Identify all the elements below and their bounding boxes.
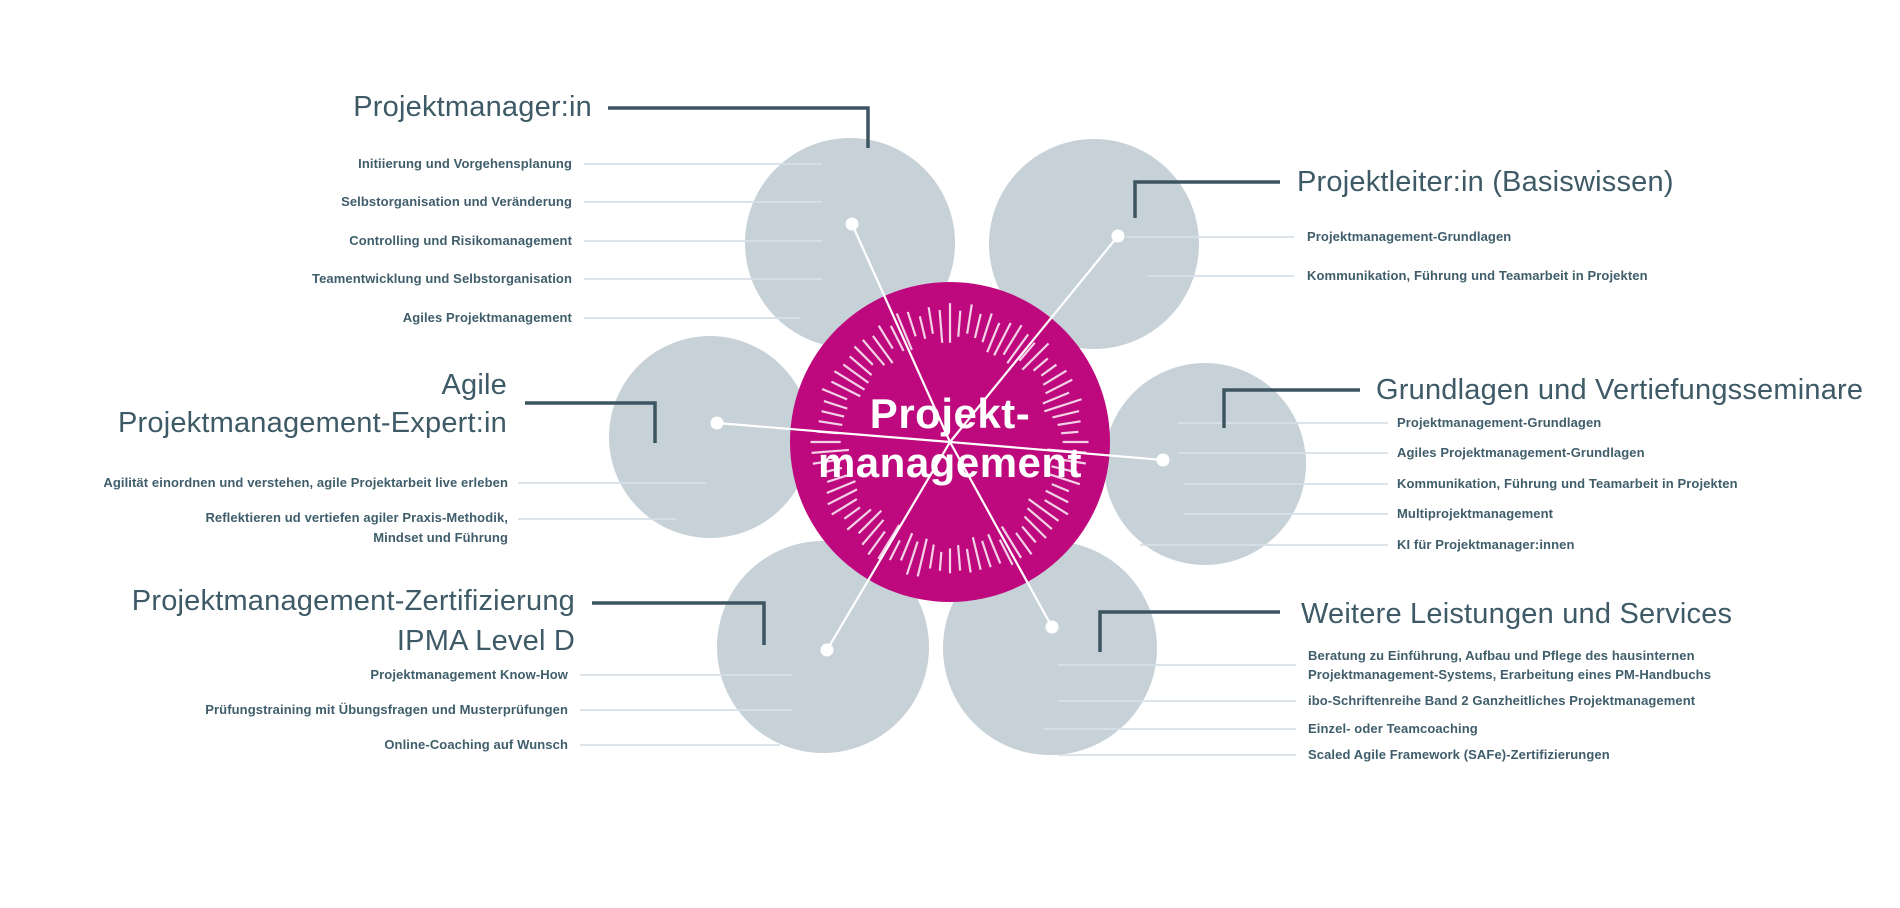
section-title-projektleiterin-basiswissen: Projektleiter:in (Basiswissen): [1297, 166, 1674, 198]
connector-top-right: [1133, 180, 1280, 218]
projektmanagerin-item-4: Teamentwicklung und Selbstorganisation: [312, 271, 572, 286]
connector-right: [1222, 388, 1360, 428]
connector-left: [525, 401, 657, 443]
weitere-leistungen-item-4: Scaled Agile Framework (SAFe)-Zertifizie…: [1308, 747, 1610, 762]
weitere-leistungen-item-1: Beratung zu Einführung, Aufbau und Pfleg…: [1308, 648, 1712, 682]
zertifizierung-item-1: Projektmanagement Know-How: [370, 667, 568, 682]
grundlagen-item-3: Kommunikation, Führung und Teamarbeit in…: [1397, 476, 1738, 491]
petal-left: [609, 336, 811, 538]
agile-expertin-item-1: Agilität einordnen und verstehen, agile …: [103, 475, 508, 490]
projektmanagerin-item-1: Initiierung und Vorgehensplanung: [358, 156, 572, 171]
connector-top-left: [608, 106, 870, 148]
item-leader-lines: [518, 163, 1388, 756]
projektleiterin-item-2: Kommunikation, Führung und Teamarbeit in…: [1307, 268, 1648, 283]
petal-top-right: [989, 139, 1199, 349]
zertifizierung-item-2: Prüfungstraining mit Übungsfragen und Mu…: [205, 702, 568, 717]
weitere-leistungen-item-3: Einzel- oder Teamcoaching: [1308, 721, 1478, 736]
spoke-lines: [716, 223, 1164, 651]
grundlagen-item-1: Projektmanagement-Grundlagen: [1397, 415, 1602, 430]
zertifizierung-item-3: Online-Coaching auf Wunsch: [384, 737, 568, 752]
projektmanagerin-item-2: Selbstorganisation und Veränderung: [341, 194, 572, 209]
section-title-projektmanagerin: Projektmanager:in: [353, 91, 592, 123]
section-title-grundlagen-vertiefungsseminare: Grundlagen und Vertiefungsseminare: [1376, 374, 1864, 406]
agile-expertin-item-2: Reflektieren ud vertiefen agiler Praxis-…: [205, 510, 508, 545]
title-connectors: [525, 106, 1360, 652]
connector-bottom-right: [1098, 610, 1280, 652]
projektleiterin-item-1: Projektmanagement-Grundlagen: [1307, 229, 1512, 244]
center-topic-label: Projekt- management: [817, 390, 1083, 486]
section-title-zertifizierung-ipma: Projektmanagement-Zertifizierung IPMA Le…: [131, 585, 575, 657]
projektmanagerin-item-5: Agiles Projektmanagement: [402, 310, 572, 325]
grundlagen-item-5: KI für Projektmanager:innen: [1397, 537, 1575, 552]
connector-bottom-left: [592, 601, 766, 645]
projektmanagerin-item-3: Controlling und Risikomanagement: [349, 233, 572, 248]
section-title-weitere-leistungen: Weitere Leistungen und Services: [1301, 598, 1733, 630]
petal-right: [1104, 363, 1306, 565]
weitere-leistungen-item-2: ibo-Schriftenreihe Band 2 Ganzheitliches…: [1308, 693, 1696, 708]
grundlagen-item-2: Agiles Projektmanagement-Grundlagen: [1397, 445, 1645, 460]
section-title-agile-expertin: Agile Projektmanagement-Expert:in: [117, 369, 507, 439]
spoke-dots: [710, 217, 1170, 657]
grundlagen-item-4: Multiprojektmanagement: [1397, 506, 1554, 521]
